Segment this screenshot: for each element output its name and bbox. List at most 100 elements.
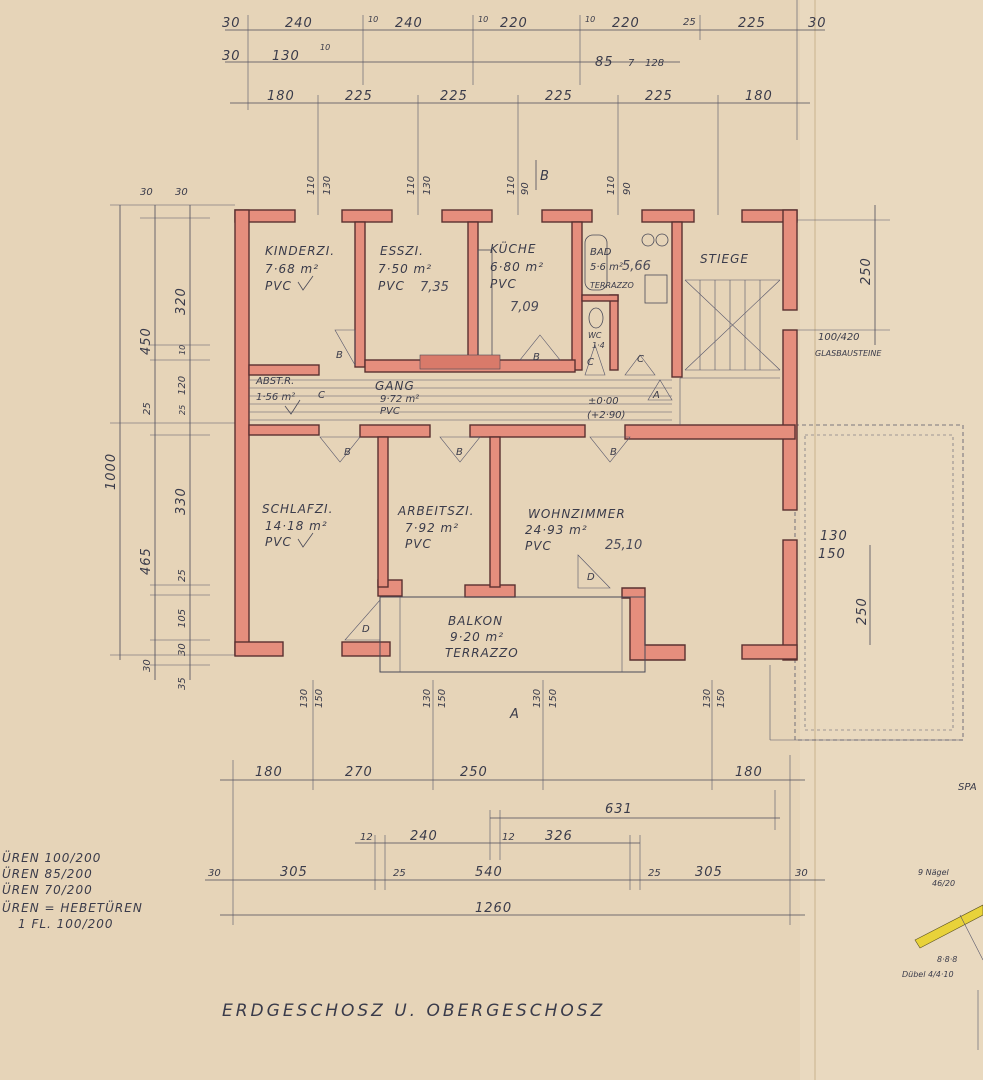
room-arbeitszimmer-name: ARBEITSZI. bbox=[397, 504, 474, 518]
dim-top-6: 220 bbox=[500, 16, 528, 31]
room-abstellraum-name: ABST.R. bbox=[255, 376, 294, 387]
dim-top-row3-2: 225 bbox=[345, 89, 373, 104]
dim-left-10: 465 bbox=[139, 547, 154, 575]
side-note-1: 9 Nägel bbox=[918, 868, 950, 877]
door-mark-c-2: C bbox=[587, 357, 594, 368]
corridor-hatching bbox=[249, 379, 672, 421]
dim-left-5: 10 bbox=[178, 345, 187, 355]
top-dimensions: 30 240 10 240 10 220 10 220 25 225 30 30… bbox=[222, 0, 827, 215]
dim-opening-4: 130 bbox=[422, 176, 433, 195]
glass-block-size: 100/420 bbox=[818, 332, 860, 343]
dim-top-1: 30 bbox=[222, 16, 241, 31]
room-gang-floor: PVC bbox=[380, 406, 400, 417]
dim-bottom-row4-6: 305 bbox=[695, 865, 723, 880]
dim-bottom-opening-4: 150 bbox=[437, 689, 448, 708]
dim-bottom-total: 1260 bbox=[475, 901, 512, 916]
room-gang-area: 9·72 m² bbox=[380, 394, 419, 405]
dim-bottom-opening-1: 130 bbox=[299, 689, 310, 708]
dim-left-14: 30 bbox=[142, 659, 153, 672]
dim-opening-3: 110 bbox=[406, 176, 417, 195]
dim-top-4: 240 bbox=[395, 16, 423, 31]
dim-top-2: 240 bbox=[285, 16, 313, 31]
dim-opening-5: 110 bbox=[506, 176, 517, 195]
dim-bottom-row4-2: 305 bbox=[280, 865, 308, 880]
dim-opening-1: 110 bbox=[306, 176, 317, 195]
dim-top-row2-6: 128 bbox=[645, 58, 664, 69]
dim-left-12: 105 bbox=[177, 609, 188, 628]
door-mark-a-1: A bbox=[652, 390, 660, 401]
dim-opening-2: 130 bbox=[322, 176, 333, 195]
left-dimensions: 30 30 450 320 10 120 25 25 1000 330 465 … bbox=[104, 187, 235, 690]
level-ground: ±0·00 bbox=[588, 396, 619, 407]
room-kueche-name: KÜCHE bbox=[490, 240, 536, 256]
dim-bottom-row3-3: 12 bbox=[502, 832, 515, 843]
dim-top-10: 225 bbox=[738, 16, 766, 31]
room-kinderzimmer-floor: PVC bbox=[265, 279, 292, 293]
dim-top-5: 10 bbox=[478, 15, 488, 24]
room-labels: KINDERZI. 7·68 m² PVC ESSZI. 7·50 m² PVC… bbox=[255, 240, 749, 722]
legend-line-5: 1 FL. 100/200 bbox=[18, 917, 114, 931]
dim-top-row2-3: 10 bbox=[320, 43, 330, 52]
room-bad-note: 5,66 bbox=[622, 259, 651, 274]
dim-top-row2-2: 130 bbox=[272, 49, 300, 64]
room-esszimmer-note: 7,35 bbox=[420, 280, 449, 295]
dim-bottom-opening-7: 130 bbox=[702, 689, 713, 708]
dim-left-4: 320 bbox=[174, 287, 189, 315]
dim-left-total: 1000 bbox=[104, 453, 119, 490]
drawing-title: ERDGESCHOSZ U. OBERGESCHOSZ bbox=[222, 1001, 605, 1021]
dim-opening-8: 90 bbox=[622, 182, 633, 195]
door-mark-b-5: B bbox=[610, 447, 617, 458]
door-mark-d-1: D bbox=[362, 624, 370, 635]
dim-top-row2-5: 7 bbox=[628, 58, 635, 69]
dim-bottom-opening-3: 130 bbox=[422, 689, 433, 708]
room-stiege-name: STIEGE bbox=[700, 252, 749, 266]
room-arbeitszimmer-floor: PVC bbox=[405, 537, 432, 551]
dim-left-15: 35 bbox=[177, 677, 188, 690]
side-detail: SPA 9 Nägel 46/20 8·8·8 Dübel 4/4·10 bbox=[902, 782, 983, 1050]
room-balkon-area: 9·20 m² bbox=[450, 630, 504, 644]
legend-line-3: ÜREN 70/200 bbox=[2, 881, 93, 897]
side-note-2: 46/20 bbox=[932, 879, 955, 888]
legend-line-2: ÜREN 85/200 bbox=[2, 865, 93, 881]
dim-top-row2-1: 30 bbox=[222, 49, 241, 64]
door-mark-b-4: B bbox=[456, 447, 463, 458]
room-kueche-area: 6·80 m² bbox=[490, 260, 544, 274]
dim-bottom-row4-5: 25 bbox=[648, 868, 661, 879]
room-kueche-floor: PVC bbox=[490, 277, 517, 291]
dim-bottom-row4-3: 25 bbox=[393, 868, 406, 879]
room-bad-area: 5·6 m² bbox=[590, 262, 623, 273]
dim-right-4: 250 bbox=[855, 597, 870, 625]
room-bad-floor: TERRAZZO bbox=[590, 281, 634, 290]
room-balkon-name: BALKON bbox=[448, 614, 503, 628]
room-arbeitszimmer-area: 7·92 m² bbox=[405, 521, 459, 535]
room-kinderzimmer-name: KINDERZI. bbox=[265, 244, 335, 258]
room-esszimmer-name: ESSZI. bbox=[380, 244, 424, 258]
door-mark-b-1: B bbox=[336, 350, 343, 361]
door-mark-b-3: B bbox=[344, 447, 351, 458]
side-note-4: Dübel 4/4·10 bbox=[902, 970, 954, 979]
dim-top-11: 30 bbox=[808, 16, 827, 31]
dim-top-7: 10 bbox=[585, 15, 595, 24]
dim-right-1: 250 bbox=[859, 257, 874, 285]
door-legend: ÜREN 100/200 ÜREN 85/200 ÜREN 70/200 ÜRE… bbox=[2, 849, 143, 931]
stair-hatching bbox=[679, 279, 781, 425]
section-mark-a: A bbox=[509, 707, 520, 722]
dim-bottom-row3-2: 240 bbox=[410, 829, 438, 844]
dim-left-1: 30 bbox=[140, 187, 153, 198]
room-abstellraum-area: 1·56 m² bbox=[256, 392, 295, 403]
dim-opening-7: 110 bbox=[606, 176, 617, 195]
side-note-spa: SPA bbox=[958, 782, 977, 793]
dim-left-2: 30 bbox=[175, 187, 188, 198]
door-mark-d-2: D bbox=[587, 572, 595, 583]
floor-plan bbox=[234, 209, 798, 673]
dim-left-11: 25 bbox=[177, 569, 188, 582]
legend-line-4: ÜREN = HEBETÜREN bbox=[2, 899, 143, 915]
dim-top-3: 10 bbox=[368, 15, 378, 24]
room-balkon-floor: TERRAZZO bbox=[445, 646, 519, 660]
door-mark-c-3: C bbox=[637, 354, 644, 365]
dim-left-6: 120 bbox=[177, 376, 188, 395]
dim-left-3: 450 bbox=[139, 327, 154, 355]
dim-bottom-row4-4: 540 bbox=[475, 865, 503, 880]
room-kinderzimmer-area: 7·68 m² bbox=[265, 262, 319, 276]
